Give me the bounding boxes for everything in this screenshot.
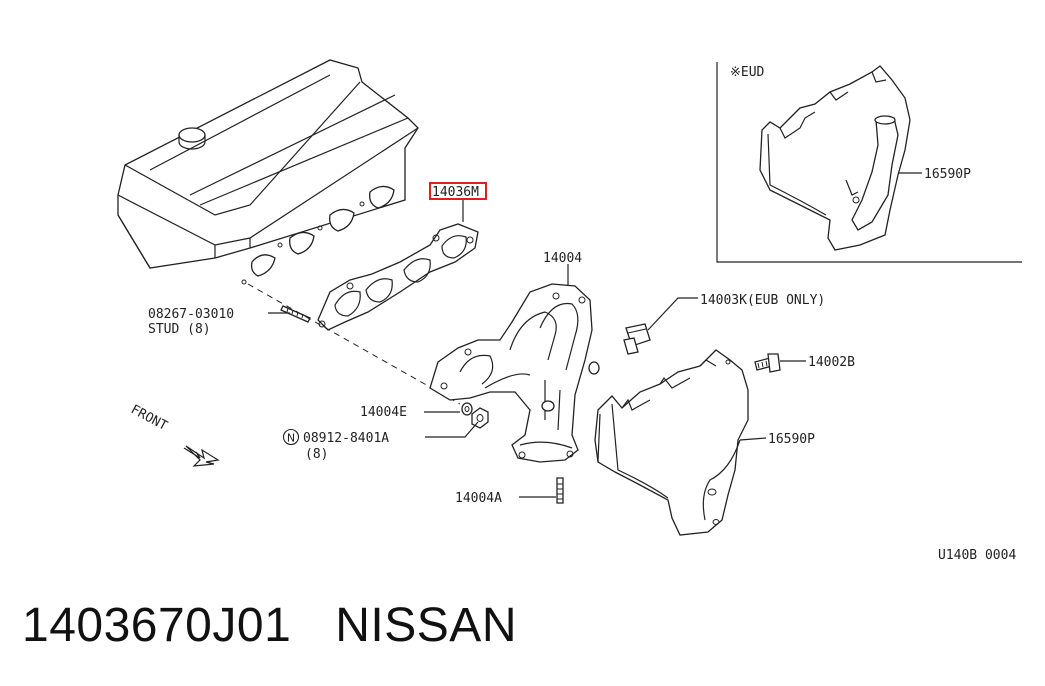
front-label: FRONT	[128, 402, 170, 434]
cylinder-head-drawing	[117, 59, 419, 285]
label-14004e[interactable]: 14004E	[360, 405, 407, 420]
washer-nut-drawing	[461, 402, 489, 429]
label-14003k[interactable]: 14003K(EUB ONLY)	[700, 293, 825, 308]
label-stud-number[interactable]: 08267-03010	[148, 307, 234, 322]
label-nut-qty: (8)	[305, 447, 328, 462]
front-direction-arrow	[183, 445, 220, 467]
manifold-gasket-drawing	[317, 223, 479, 331]
label-nut-number[interactable]: 08912-8401A	[303, 431, 389, 446]
label-14004a[interactable]: 14004A	[455, 491, 502, 506]
label-14002b[interactable]: 14002B	[808, 355, 855, 370]
inset-title: ※EUD	[730, 65, 765, 80]
oxygen-sensor-drawing	[623, 323, 651, 355]
label-14036m[interactable]: 14036M	[432, 185, 479, 200]
nut-symbol-circle	[282, 428, 300, 446]
nut-symbol-letter: N	[287, 432, 295, 445]
stud-drawing	[280, 305, 311, 323]
inset-frame	[716, 62, 1022, 263]
exhaust-manifold-drawing	[429, 283, 600, 463]
label-inset-16590p[interactable]: 16590P	[924, 167, 971, 182]
leader-lines	[268, 172, 922, 498]
bolt-drawing	[754, 353, 781, 373]
label-14004[interactable]: 14004	[543, 251, 582, 266]
lower-stud-drawing	[556, 477, 564, 504]
heat-shield-drawing	[594, 349, 749, 536]
part-number: 1403670J01	[22, 599, 292, 652]
inset-cover-drawing	[759, 65, 911, 251]
figure-code: U140B 0004	[938, 548, 1016, 563]
part-caption: 1403670J01 NISSAN	[22, 598, 517, 653]
gasket-highlight-box	[429, 182, 487, 200]
label-16590p[interactable]: 16590P	[768, 432, 815, 447]
brand-name: NISSAN	[335, 599, 517, 652]
label-stud-desc: STUD (8)	[148, 322, 211, 337]
